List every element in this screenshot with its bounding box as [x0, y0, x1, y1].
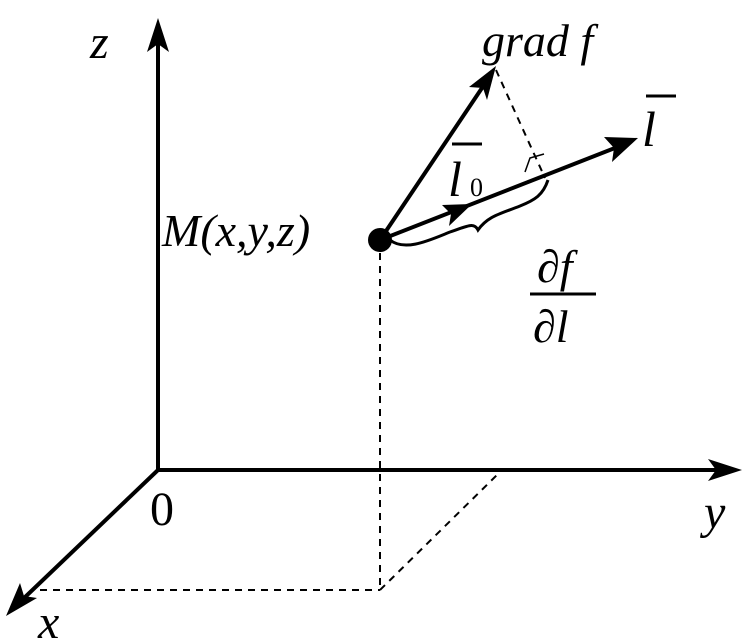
gradient-arrowhead — [469, 66, 496, 100]
projection-lines — [40, 69, 546, 591]
unit-vector-label: l — [448, 151, 462, 207]
z-axis-arrowhead — [147, 18, 169, 52]
derivative-numerator: ∂f — [537, 241, 579, 292]
x-axis — [20, 468, 160, 602]
z-axis-label: z — [89, 16, 109, 69]
gradient-label: grad f — [482, 15, 599, 66]
x-axis-arrowhead — [6, 583, 37, 616]
projection-brace — [389, 179, 550, 247]
unit-vector-arrowhead — [442, 204, 472, 226]
x-axis-label: x — [37, 596, 59, 641]
right-angle-marker — [524, 153, 545, 173]
origin-label: 0 — [150, 483, 174, 536]
y-axis-label: y — [699, 486, 726, 539]
y-axis-arrowhead — [708, 459, 742, 481]
direction-vector — [379, 144, 621, 242]
point-m-label: M(x,y,z) — [161, 205, 310, 256]
direction-label: l — [642, 101, 656, 157]
derivative-denominator: ∂l — [533, 301, 569, 352]
gradient-vector — [378, 80, 488, 242]
direction-arrowhead — [604, 137, 638, 162]
unit-vector-subscript: 0 — [470, 173, 483, 202]
point-m — [368, 228, 392, 252]
